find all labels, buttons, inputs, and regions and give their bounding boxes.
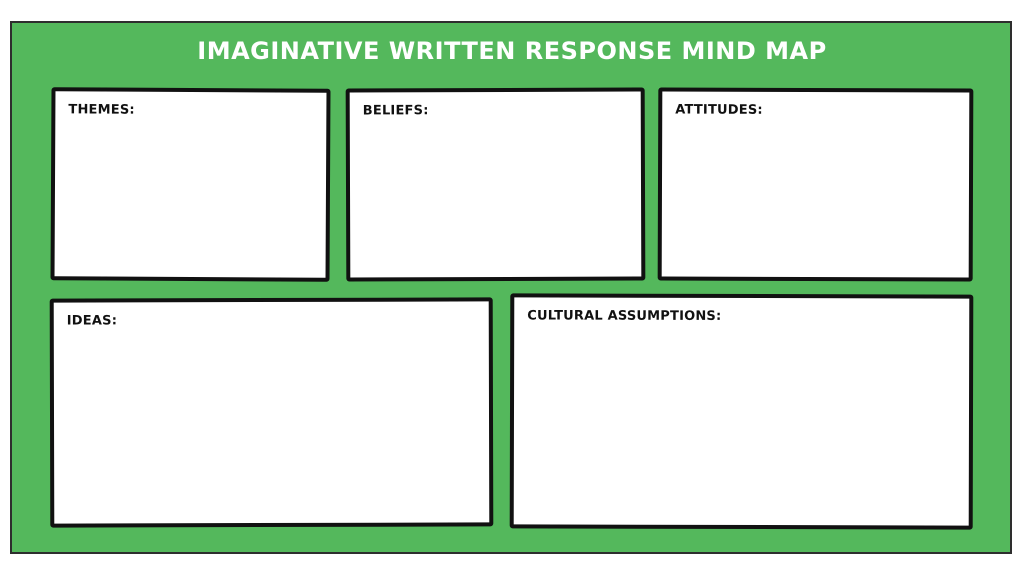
themes-label: THEMES:	[68, 102, 135, 118]
cultural-assumptions-label: CULTURAL ASSUMPTIONS:	[527, 308, 722, 324]
page-title: IMAGINATIVE WRITTEN RESPONSE MIND MAP	[197, 37, 827, 65]
ideas-label: IDEAS:	[66, 313, 118, 329]
beliefs-label: BELIEFS:	[362, 103, 429, 119]
beliefs-box[interactable]: BELIEFS:	[345, 87, 646, 282]
ideas-box[interactable]: IDEAS:	[49, 297, 494, 528]
themes-box[interactable]: THEMES:	[50, 87, 331, 282]
attitudes-box[interactable]: ATTITUDES:	[657, 87, 974, 282]
attitudes-label: ATTITUDES:	[675, 102, 763, 118]
cultural-assumptions-box[interactable]: CULTURAL ASSUMPTIONS:	[509, 293, 974, 530]
